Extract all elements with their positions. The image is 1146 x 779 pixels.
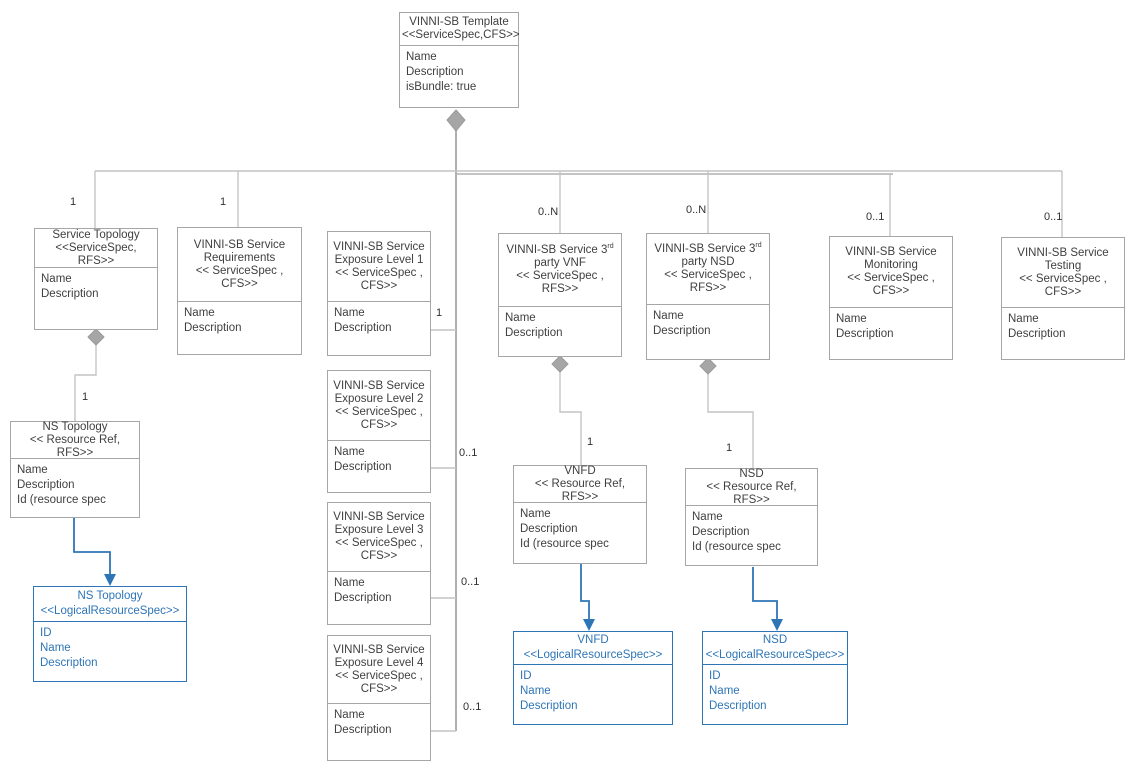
multiplicity-service-topology: 1 (70, 196, 77, 208)
multiplicity-3rd-party-vnf: 0..N (538, 206, 559, 218)
class-box-ns-topology-ref: NS Topology << Resource Ref, RFS>> Name … (10, 421, 140, 518)
diamond-vnf3 (551, 355, 569, 373)
class-box-nsd-logicalresourcespec: NSD <<LogicalResourceSpec>> ID Name Desc… (702, 631, 848, 725)
multiplicity-exposure-level-4: 0..1 (463, 701, 482, 713)
multiplicity-nsd-ref: 1 (726, 442, 733, 454)
multiplicity-exposure-level-1: 1 (436, 307, 443, 319)
class-box-vnfd-ref: VNFD << Resource Ref, RFS>> Name Descrip… (513, 465, 647, 564)
class-title: VINNI-SB Service Exposure Level 1 << Ser… (328, 232, 430, 302)
title-superscript: rd (755, 242, 762, 250)
link-servicetopology-nstopology (74, 344, 97, 421)
class-box-service-monitoring: VINNI-SB Service Monitoring << ServiceSp… (829, 236, 953, 360)
diamond-service-topology (87, 328, 105, 346)
class-attributes: Name Description (184, 307, 242, 334)
class-attributes: Name Description (836, 313, 894, 340)
title-text: VINNI-SB Service 3 (654, 243, 756, 255)
class-title: VINNI-SB Service Exposure Level 3 << Ser… (328, 503, 430, 572)
diamond-nsd3 (699, 357, 717, 375)
class-box-exposure-level-2: VINNI-SB Service Exposure Level 2 << Ser… (327, 370, 431, 493)
class-title-rest: party NSD << ServiceSpec , RFS>> (664, 256, 752, 294)
class-attributes: Name Description (41, 273, 99, 300)
class-title: NSD << Resource Ref, RFS>> (686, 468, 817, 506)
class-title: VINNI-SB Service Monitoring << ServiceSp… (830, 237, 952, 308)
class-title: VINNI-SB Service Requirements << Service… (178, 228, 301, 302)
class-title: VINNI-SB Service Exposure Level 4 << Ser… (328, 636, 430, 704)
class-attributes: Name Description (334, 446, 392, 473)
multiplicity-exposure-level-2: 0..1 (459, 447, 478, 459)
class-attributes: ID Name Description (40, 627, 98, 669)
class-title: VINNI-SB Template <<ServiceSpec,CFS>> (400, 13, 520, 46)
class-box-service-requirements: VINNI-SB Service Requirements << Service… (177, 227, 302, 355)
class-attributes: Name Description (1008, 313, 1066, 340)
class-box-exposure-level-4: VINNI-SB Service Exposure Level 4 << Ser… (327, 635, 431, 761)
class-attributes: Name Description (334, 709, 392, 736)
class-title-line1: VINNI-SB Service 3rd (649, 242, 767, 256)
multiplicity-testing: 0..1 (1044, 211, 1063, 223)
multiplicity-3rd-party-nsd: 0..N (686, 204, 707, 216)
class-attributes: Name Description Id (resource spec (520, 508, 609, 550)
class-box-exposure-level-1: VINNI-SB Service Exposure Level 1 << Ser… (327, 231, 431, 356)
arrowhead-nsd-blue (771, 619, 783, 631)
class-title-rest: party VNF << ServiceSpec , RFS>> (516, 257, 604, 295)
arrow-nstopology-blue (73, 518, 111, 578)
class-box-service-testing: VINNI-SB Service Testing << ServiceSpec … (1001, 237, 1125, 360)
class-title: NS Topology <<LogicalResourceSpec>> (34, 587, 186, 622)
class-title: NS Topology << Resource Ref, RFS>> (11, 421, 139, 459)
class-title-line1: VINNI-SB Service 3rd (501, 243, 619, 257)
class-attributes: ID Name Description (520, 670, 578, 712)
multiplicity-monitoring: 0..1 (866, 211, 885, 223)
class-title: VNFD <<LogicalResourceSpec>> (514, 632, 672, 665)
class-box-nsd-ref: NSD << Resource Ref, RFS>> Name Descript… (685, 468, 818, 566)
class-attributes: Name Description (653, 310, 711, 337)
class-attributes: Name Description (334, 307, 392, 334)
diamond-template (446, 109, 466, 132)
multiplicity-exposure-level-3: 0..1 (461, 576, 480, 588)
class-attributes: Name Description isBundle: true (406, 51, 477, 93)
class-title: VINNI-SB Service Testing << ServiceSpec … (1002, 238, 1124, 308)
class-attributes: Name Description Id (resource spec (17, 464, 106, 506)
class-box-vnfd-logicalresourcespec: VNFD <<LogicalResourceSpec>> ID Name Des… (513, 631, 673, 725)
class-box-ns-topology-logicalresourcespec: NS Topology <<LogicalResourceSpec>> ID N… (33, 586, 187, 682)
class-title: VNFD << Resource Ref, RFS>> (514, 465, 646, 503)
multiplicity-requirements: 1 (220, 196, 227, 208)
title-text: VINNI-SB Service 3 (506, 244, 608, 256)
arrowhead-vnfd-blue (583, 619, 595, 631)
class-box-vinni-sb-template: VINNI-SB Template <<ServiceSpec,CFS>> Na… (399, 12, 520, 108)
arrow-nsd-blue (752, 567, 778, 623)
class-title: NSD <<LogicalResourceSpec>> (703, 632, 847, 665)
arrow-vnfd-blue (580, 564, 590, 623)
class-attributes: Name Description (334, 577, 392, 604)
title-superscript: rd (607, 243, 614, 251)
link-vnf3-vnfd (559, 370, 582, 465)
class-box-exposure-level-3: VINNI-SB Service Exposure Level 3 << Ser… (327, 502, 431, 625)
class-attributes: Name Description (505, 312, 563, 339)
multiplicity-vnfd-ref: 1 (587, 436, 594, 448)
class-title: Service Topology <<ServiceSpec, RFS>> (35, 229, 157, 268)
class-attributes: ID Name Description (709, 670, 767, 712)
class-title: VINNI-SB Service Exposure Level 2 << Ser… (328, 371, 430, 441)
class-box-service-topology: Service Topology <<ServiceSpec, RFS>> Na… (34, 228, 158, 330)
multiplicity-ns-topology-ref: 1 (82, 391, 89, 403)
arrowhead-nstopology-blue (104, 574, 116, 586)
class-attributes: Name Description Id (resource spec (692, 511, 781, 553)
